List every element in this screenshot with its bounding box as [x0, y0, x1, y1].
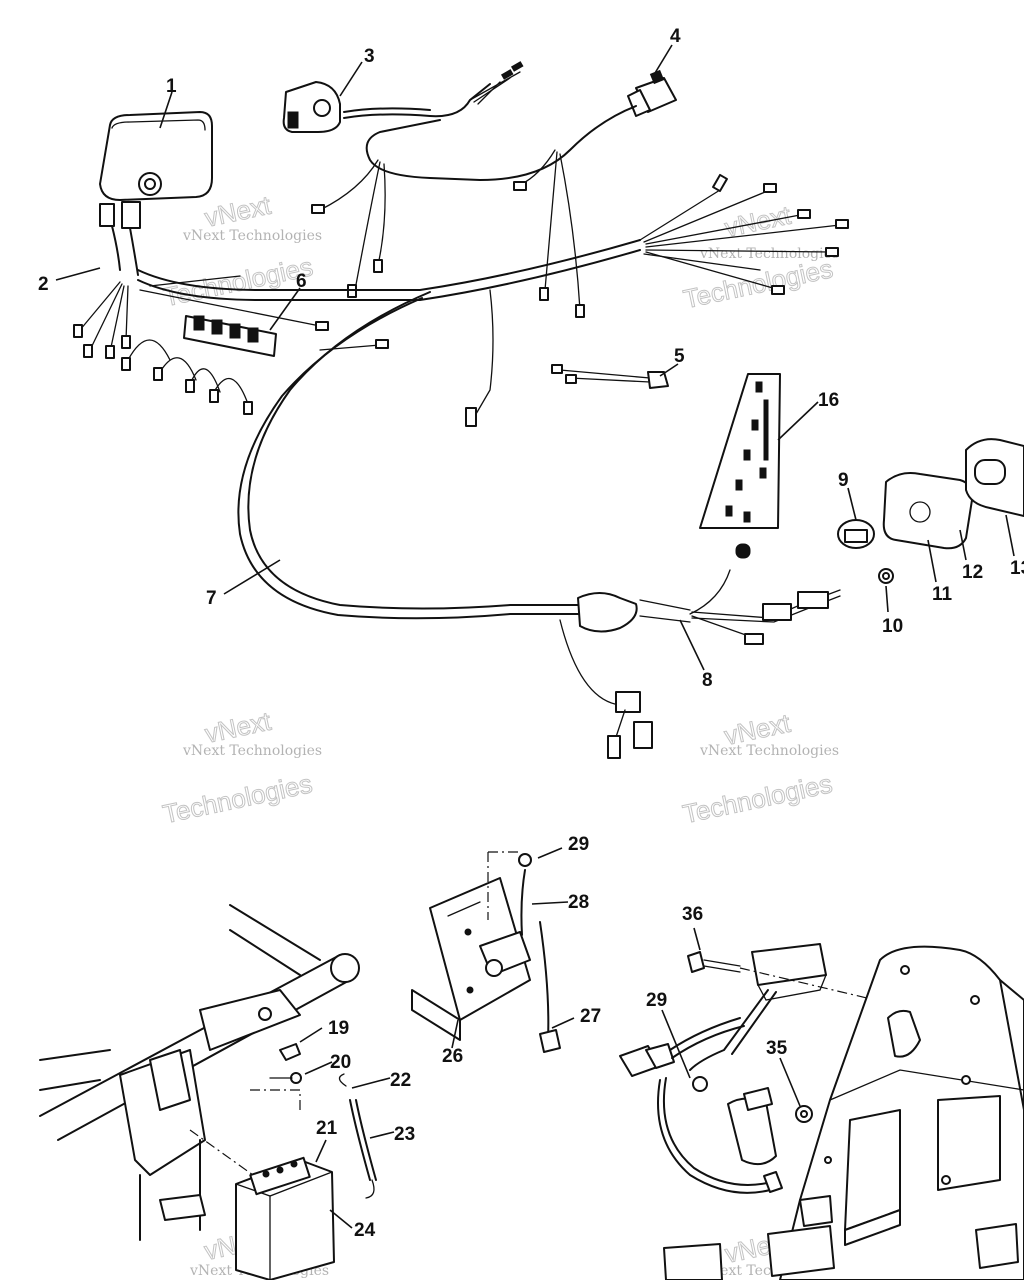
- multi-pin-connector: [627, 69, 677, 117]
- callout-3: 3: [364, 46, 375, 67]
- connector-plug: [619, 1017, 745, 1077]
- svg-text:Technologies: Technologies: [680, 768, 835, 829]
- callout-6: 6: [296, 271, 307, 292]
- callout-26: 26: [442, 1046, 463, 1067]
- callout-35: 35: [766, 1038, 788, 1059]
- callout-11: 11: [932, 584, 953, 605]
- nut: [878, 568, 894, 584]
- ignition-coil: [657, 1076, 813, 1194]
- callout-29-bottom: 29: [646, 990, 667, 1011]
- regulator-module: [689, 943, 827, 1071]
- callout-28: 28: [568, 892, 589, 913]
- ignition-bracket: [411, 851, 561, 1053]
- callout-21: 21: [316, 1118, 338, 1139]
- watermark-mid-left: vNext vNext Technologies Technologies: [160, 705, 322, 830]
- headlight: [99, 111, 213, 201]
- svg-text:vNext Technologies: vNext Technologies: [699, 246, 839, 262]
- callout-23: 23: [394, 1124, 415, 1145]
- callout-22: 22: [390, 1070, 411, 1091]
- taillight-lens: [965, 438, 1024, 517]
- svg-text:vNext Technologies: vNext Technologies: [182, 228, 322, 244]
- callout-7: 7: [206, 588, 217, 609]
- callout-5: 5: [674, 346, 685, 367]
- switch-lead: [551, 364, 669, 389]
- callout-9: 9: [838, 470, 849, 491]
- callout-29-top: 29: [568, 834, 589, 855]
- callout-8: 8: [702, 670, 713, 691]
- svg-text:vNext Technologies: vNext Technologies: [699, 743, 839, 759]
- handlebar-switch: [282, 81, 341, 133]
- grommet: [837, 519, 875, 549]
- harness-junction: [559, 543, 764, 759]
- callout-24: 24: [354, 1220, 376, 1241]
- callout-16: 16: [818, 390, 839, 411]
- callout-2: 2: [38, 274, 49, 295]
- callout-10: 10: [882, 616, 903, 637]
- battery-vent-tube-parts: [250, 1043, 302, 1110]
- svg-text:vNext: vNext: [722, 200, 794, 243]
- frame-section: [39, 904, 360, 1241]
- callout-20: 20: [330, 1052, 351, 1073]
- svg-text:vNext Technologies: vNext Technologies: [182, 743, 322, 759]
- callout-27: 27: [580, 1006, 601, 1027]
- callout-4: 4: [670, 26, 681, 47]
- wiring-diagram-decal: [699, 373, 781, 529]
- callout-labels: 1 2 3 4 5 6 7 8 9 10 11 12 13 16 19 20 2…: [38, 26, 1024, 1241]
- callout-12: 12: [962, 562, 983, 583]
- battery: [235, 1156, 335, 1280]
- svg-text:vNext: vNext: [202, 190, 274, 233]
- fuse-relay-block: [183, 315, 277, 357]
- watermark-mid-right: vNext vNext Technologies Technologies: [680, 707, 839, 830]
- callout-13: 13: [1010, 558, 1024, 579]
- callout-36: 36: [682, 904, 703, 925]
- svg-text:Technologies: Technologies: [160, 768, 315, 829]
- mounting-panel: [663, 945, 1024, 1280]
- battery-cable: [338, 1073, 377, 1199]
- taillight-housing: [882, 472, 974, 550]
- callout-1: 1: [166, 76, 177, 97]
- callout-19: 19: [328, 1018, 349, 1039]
